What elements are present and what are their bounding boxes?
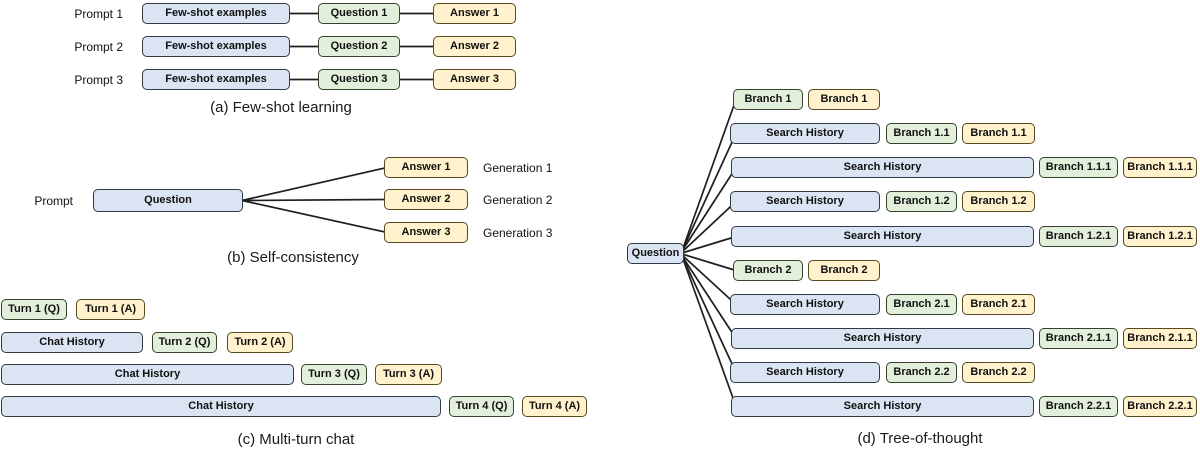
branch-2-2-q-box: Branch 2.2	[886, 362, 957, 383]
prompt-1-label: Prompt 1	[74, 6, 123, 21]
question-2-box: Question 2	[318, 36, 400, 57]
branch-2-2-1-q-box: Branch 2.2.1	[1039, 396, 1118, 417]
turn-3-q-box: Turn 3 (Q)	[301, 364, 367, 385]
turn-1-q-box: Turn 1 (Q)	[1, 299, 67, 320]
chat-history-box: Chat History	[1, 396, 441, 417]
turn-4-a-box: Turn 4 (A)	[522, 396, 587, 417]
question-root-box: Question	[627, 243, 684, 264]
branch-1-2-1-q-box: Branch 1.2.1	[1039, 226, 1118, 247]
search-history-box: Search History	[731, 396, 1034, 417]
generation-2-label: Generation 2	[483, 192, 553, 207]
answer-2-box: Answer 2	[384, 189, 468, 210]
prompt-3-label: Prompt 3	[74, 72, 123, 87]
branch-2-1-a-box: Branch 2.1	[962, 294, 1035, 315]
branch-2-q-box: Branch 2	[733, 260, 803, 281]
branch-1-2-1-a-box: Branch 1.2.1	[1123, 226, 1197, 247]
branch-2-2-1-a-box: Branch 2.2.1	[1123, 396, 1197, 417]
branch-1-a-box: Branch 1	[808, 89, 880, 110]
branch-2-2-a-box: Branch 2.2	[962, 362, 1035, 383]
branch-1-2-q-box: Branch 1.2	[886, 191, 957, 212]
search-history-box: Search History	[731, 226, 1034, 247]
turn-1-a-box: Turn 1 (A)	[76, 299, 145, 320]
search-history-box: Search History	[730, 362, 880, 383]
search-history-box: Search History	[730, 294, 880, 315]
few-shot-examples-box: Few-shot examples	[142, 3, 290, 24]
branch-2-1-1-a-box: Branch 2.1.1	[1123, 328, 1197, 349]
panel-b-caption: (b) Self-consistency	[227, 249, 359, 266]
branch-1-1-1-q-box: Branch 1.1.1	[1039, 157, 1118, 178]
branch-1-q-box: Branch 1	[733, 89, 803, 110]
panel-a-caption: (a) Few-shot learning	[210, 99, 352, 116]
branch-1-2-a-box: Branch 1.2	[962, 191, 1035, 212]
branch-2-a-box: Branch 2	[808, 260, 880, 281]
generation-3-label: Generation 3	[483, 225, 553, 240]
turn-2-a-box: Turn 2 (A)	[227, 332, 293, 353]
few-shot-examples-box: Few-shot examples	[142, 36, 290, 57]
search-history-box: Search History	[730, 191, 880, 212]
search-history-box: Search History	[730, 123, 880, 144]
question-box: Question	[93, 189, 243, 212]
turn-2-q-box: Turn 2 (Q)	[152, 332, 217, 353]
prompt-label: Prompt	[34, 193, 73, 208]
panel-d-caption: (d) Tree-of-thought	[857, 430, 983, 447]
branch-2-1-q-box: Branch 2.1	[886, 294, 957, 315]
branch-1-1-a-box: Branch 1.1	[962, 123, 1035, 144]
branch-1-1-q-box: Branch 1.1	[886, 123, 957, 144]
answer-3-box: Answer 3	[384, 222, 468, 243]
panel-c-caption: (c) Multi-turn chat	[237, 431, 355, 448]
answer-1-box: Answer 1	[384, 157, 468, 178]
chat-history-box: Chat History	[1, 332, 143, 353]
chat-history-box: Chat History	[1, 364, 294, 385]
turn-4-q-box: Turn 4 (Q)	[449, 396, 514, 417]
turn-3-a-box: Turn 3 (A)	[375, 364, 442, 385]
question-1-box: Question 1	[318, 3, 400, 24]
question-3-box: Question 3	[318, 69, 400, 90]
answer-2-box: Answer 2	[433, 36, 516, 57]
branch-1-1-1-a-box: Branch 1.1.1	[1123, 157, 1197, 178]
generation-1-label: Generation 1	[483, 160, 553, 175]
prompt-2-label: Prompt 2	[74, 39, 123, 54]
few-shot-examples-box: Few-shot examples	[142, 69, 290, 90]
search-history-box: Search History	[731, 328, 1034, 349]
answer-1-box: Answer 1	[433, 3, 516, 24]
branch-2-1-1-q-box: Branch 2.1.1	[1039, 328, 1118, 349]
answer-3-box: Answer 3	[433, 69, 516, 90]
search-history-box: Search History	[731, 157, 1034, 178]
